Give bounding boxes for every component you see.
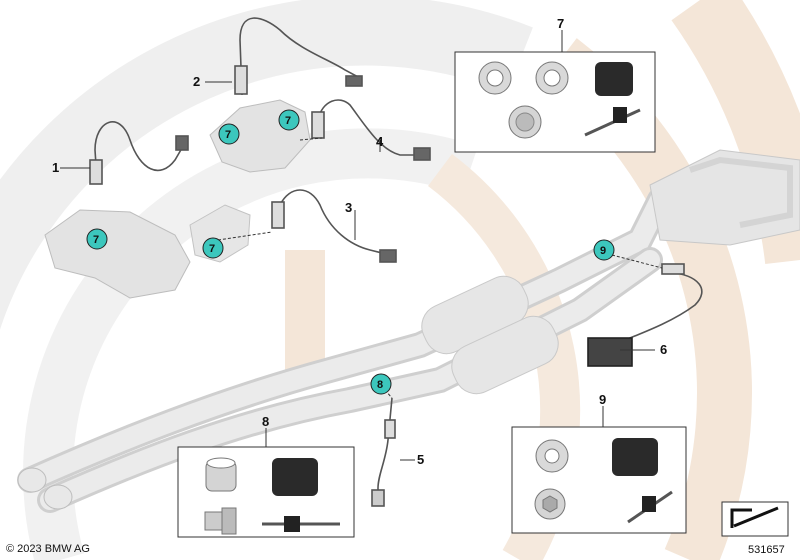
tap-tool-icon [262, 516, 340, 532]
position-badges: 7 7 7 7 8 9 [86, 109, 615, 395]
callout-9: 9 [599, 392, 606, 407]
threaded-insert-icon [535, 61, 569, 95]
callouts: 1 2 3 4 5 6 7 8 9 [52, 16, 667, 467]
callout-8: 8 [262, 414, 269, 429]
callout-2: 2 [193, 74, 200, 89]
hex-plug-icon [534, 488, 566, 520]
manifold-left [44, 204, 251, 299]
oxygen-sensor-3 [271, 189, 397, 263]
svg-text:7: 7 [285, 115, 291, 127]
svg-text:7: 7 [93, 234, 99, 246]
exhaust-temperature-sensor-5 [371, 397, 396, 507]
callout-3: 3 [345, 200, 352, 215]
badge-9: 9 [593, 239, 615, 261]
kit-box-8 [177, 428, 355, 538]
socket-tool-icon [272, 458, 318, 496]
kit-box-7 [454, 30, 656, 153]
callout-5: 5 [417, 452, 424, 467]
hex-bolt-icon [204, 507, 237, 535]
nox-sensor-6 [587, 263, 703, 367]
corner-arrow-icon [721, 501, 789, 537]
badge-7: 7 [218, 123, 240, 145]
svg-text:7: 7 [225, 129, 231, 141]
tap-tool-icon [584, 107, 641, 137]
badge-7: 7 [202, 237, 224, 259]
threaded-sleeve-icon [205, 457, 237, 492]
socket-tool-icon [595, 62, 633, 96]
svg-text:8: 8 [377, 379, 383, 391]
callout-6: 6 [660, 342, 667, 357]
callout-7: 7 [557, 16, 564, 31]
svg-text:7: 7 [209, 243, 215, 255]
badge-7: 7 [86, 228, 108, 250]
svg-text:9: 9 [600, 245, 606, 257]
threaded-insert-icon [535, 439, 569, 473]
callout-1: 1 [52, 160, 59, 175]
tap-tool-icon [627, 490, 673, 524]
oxygen-sensor-2 [234, 17, 363, 96]
socket-tool-icon [612, 438, 658, 476]
diagram-number: 531657 [748, 544, 785, 556]
hex-plug-icon [508, 105, 542, 139]
oxygen-sensor-1 [89, 121, 189, 185]
exhaust-pipe-assembly [17, 149, 800, 513]
oxygen-sensor-4 [311, 99, 431, 161]
badge-7: 7 [278, 109, 300, 131]
copyright-text: © 2023 BMW AG [6, 543, 90, 555]
badge-8: 8 [370, 373, 392, 395]
threaded-insert-icon [478, 61, 512, 95]
callout-4: 4 [376, 134, 384, 149]
kit-box-9 [511, 406, 687, 534]
